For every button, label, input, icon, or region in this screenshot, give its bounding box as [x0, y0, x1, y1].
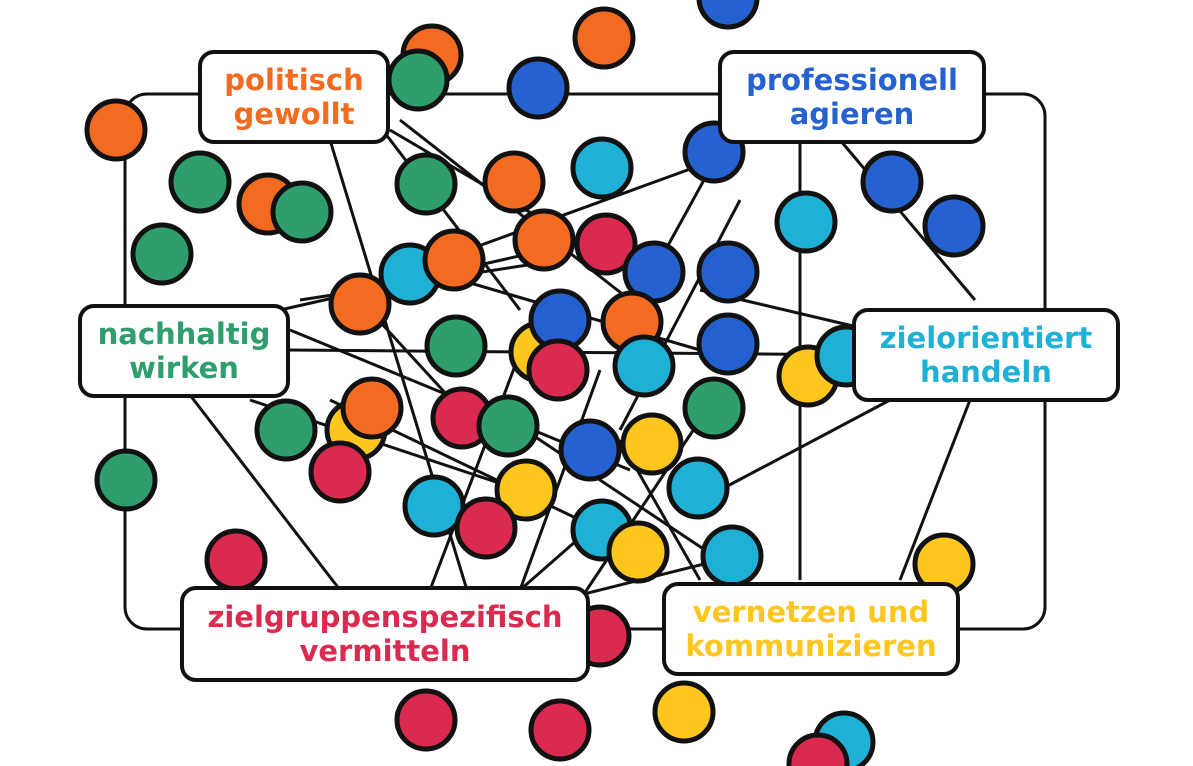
label-professionell-agieren: professionell agieren	[718, 50, 986, 144]
yellow-node	[494, 458, 558, 522]
blue-node	[558, 418, 622, 482]
connection-line	[373, 119, 522, 311]
yellow-node	[620, 412, 684, 476]
label-vernetzen-line2: kommunizieren	[685, 629, 937, 663]
red-node	[528, 698, 592, 762]
orange-node	[328, 272, 392, 336]
yellow-node	[652, 680, 716, 744]
connection-line	[289, 348, 881, 357]
connection-line	[518, 369, 602, 591]
green-node	[476, 394, 540, 458]
orange-node	[482, 150, 546, 214]
label-zielgruppen-line2: vermitteln	[299, 634, 471, 668]
network-nodes	[84, 0, 986, 766]
green-node	[254, 398, 318, 462]
connection-line	[188, 394, 342, 591]
label-vernetzen-und-kommunizieren: vernetzen und kommunizieren	[662, 582, 960, 676]
label-zielorientiert-handeln: zielorientiert handeln	[852, 308, 1120, 402]
green-node	[682, 376, 746, 440]
label-politisch-gewollt: politisch gewollt	[198, 50, 390, 144]
orange-node	[572, 6, 636, 70]
cyan-node	[402, 474, 466, 538]
red-node	[308, 440, 372, 504]
orange-node	[422, 228, 486, 292]
green-node	[394, 152, 458, 216]
label-professionell-line2: agieren	[789, 97, 915, 131]
blue-node	[506, 56, 570, 120]
green-node	[168, 150, 232, 214]
cyan-node	[666, 456, 730, 520]
orange-node	[512, 208, 576, 272]
blue-node	[696, 0, 760, 30]
red-node	[786, 732, 850, 766]
connection-line	[439, 158, 716, 262]
label-zielgruppenspezifisch-vermitteln: zielgruppenspezifisch vermitteln	[180, 586, 590, 682]
label-vernetzen-line1: vernetzen und	[692, 595, 930, 629]
blue-node	[696, 240, 760, 304]
label-zielorientiert-line2: handeln	[920, 355, 1052, 389]
blue-node	[922, 194, 986, 258]
label-zielorientiert-line1: zielorientiert	[879, 321, 1093, 355]
green-node	[130, 222, 194, 286]
cyan-node	[774, 190, 838, 254]
cyan-node	[570, 136, 634, 200]
red-node	[454, 496, 518, 560]
green-node	[270, 180, 334, 244]
yellow-node	[606, 520, 670, 584]
label-nachhaltig-wirken: nachhaltig wirken	[78, 304, 290, 398]
green-node	[424, 314, 488, 378]
orange-node	[340, 376, 404, 440]
connection-line	[898, 399, 972, 581]
red-node	[574, 212, 638, 276]
red-node	[526, 338, 590, 402]
green-node	[386, 48, 450, 112]
red-node	[204, 528, 268, 592]
label-politisch-line1: politisch	[224, 63, 364, 97]
orange-node	[84, 98, 148, 162]
label-nachhaltig-line2: wirken	[129, 351, 239, 385]
blue-node	[696, 312, 760, 376]
cyan-node	[700, 524, 764, 588]
red-node	[394, 688, 458, 752]
connection-line	[838, 139, 977, 301]
connection-line	[719, 398, 891, 492]
cyan-node	[612, 334, 676, 398]
green-node	[94, 448, 158, 512]
blue-node	[860, 150, 924, 214]
label-zielgruppen-line1: zielgruppenspezifisch	[207, 600, 563, 634]
label-professionell-line1: professionell	[746, 63, 958, 97]
label-politisch-line2: gewollt	[233, 97, 355, 131]
label-nachhaltig-line1: nachhaltig	[97, 317, 271, 351]
